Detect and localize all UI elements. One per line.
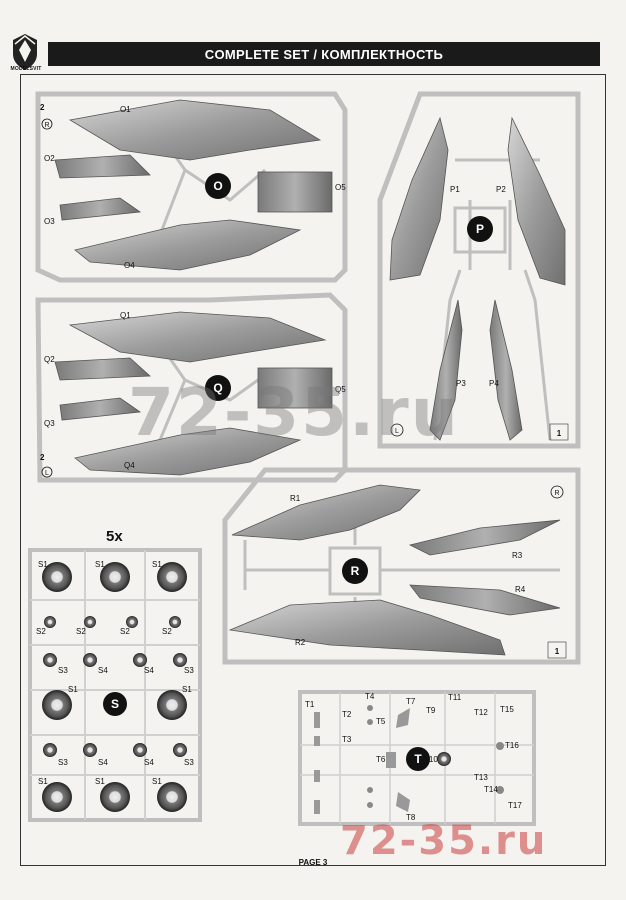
part-label: S4	[98, 758, 108, 767]
part-label: S1	[152, 560, 162, 569]
modelsvit-logo-icon	[13, 34, 37, 70]
page-title: COMPLETE SET / КОМПЛЕКТНОСТЬ	[48, 42, 600, 66]
sprue-o-letter: O	[213, 179, 222, 193]
part-label: S3	[58, 666, 68, 675]
part-label: T1	[305, 700, 315, 709]
part-label: T10	[424, 755, 438, 764]
part-label: S2	[36, 627, 46, 636]
part-label: S4	[144, 758, 154, 767]
part-label: T16	[505, 741, 519, 750]
sprue-t-badge	[406, 747, 430, 771]
part-label: T17	[508, 801, 522, 810]
part-label: P4	[489, 379, 499, 388]
sprue-s-letter: S	[111, 697, 119, 711]
part-label: T15	[500, 705, 514, 714]
part-label: Q1	[120, 311, 131, 320]
part-label: S1	[38, 560, 48, 569]
page-frame	[20, 74, 606, 866]
part-label: T8	[406, 813, 416, 822]
part-label: T3	[342, 735, 352, 744]
part-label: T5	[376, 717, 386, 726]
sprue-p-tag: 1	[557, 429, 562, 438]
sprue-o-badge	[205, 173, 231, 199]
sprue-t-letter: T	[414, 752, 422, 766]
part-label: S2	[76, 627, 86, 636]
part-label: Q5	[335, 385, 346, 394]
logo-text: MODELSVIT	[10, 66, 42, 72]
sprue-r: R R1 R2 R3 R4 R 1	[222, 467, 581, 665]
part-label: T9	[426, 706, 436, 715]
part-label: S4	[98, 666, 108, 675]
sprue-p-side: L	[395, 428, 399, 435]
part-label: O2	[44, 154, 55, 163]
part-label: T2	[342, 710, 352, 719]
part-label: S1	[95, 560, 105, 569]
part-label: P1	[450, 185, 460, 194]
part-label: Q3	[44, 419, 55, 428]
part-label: T13	[474, 773, 488, 782]
watermark-center: 72-35.ru	[128, 374, 460, 451]
part-label: P3	[456, 379, 466, 388]
part-label: S1	[68, 685, 78, 694]
part-label: S1	[152, 777, 162, 786]
part-label: P2	[496, 185, 506, 194]
part-label: O1	[120, 105, 131, 114]
sprue-p: P P1 P2 P3 P4 L 1	[377, 91, 581, 449]
sprue-r-letter: R	[351, 564, 360, 578]
sprue-r-badge	[342, 558, 368, 584]
part-label: R4	[515, 585, 526, 594]
sprue-r-side: R	[554, 490, 559, 497]
page-number: PAGE 3	[298, 858, 328, 867]
part-label: S2	[162, 627, 172, 636]
part-label: S3	[184, 666, 194, 675]
part-label: S3	[184, 758, 194, 767]
part-label: S1	[182, 685, 192, 694]
sprue-s-count: 5x	[106, 528, 123, 545]
sprue-s: S S1 S1 S1 S2 S2 S2 S2 S3 S4 S4 S3 S1 S1…	[28, 548, 202, 822]
sprue-q-side: L	[45, 470, 49, 477]
part-label: O4	[124, 261, 135, 270]
part-label: R3	[512, 551, 523, 560]
part-label: S1	[38, 777, 48, 786]
sprue-q: Q Q1 Q2 Q3 Q4 Q5 2 L	[35, 292, 348, 483]
sprue-q-tag: 2	[40, 453, 45, 462]
sprue-p-letter: P	[476, 222, 484, 236]
watermark-bottom: 72-35.ru	[340, 818, 548, 864]
part-label: T11	[448, 693, 462, 702]
part-label: S4	[144, 666, 154, 675]
part-label: O3	[44, 217, 55, 226]
sprue-s-badge	[103, 692, 127, 716]
part-label: Q4	[124, 461, 135, 470]
part-label: T12	[474, 708, 488, 717]
part-label: S3	[58, 758, 68, 767]
part-label: S2	[120, 627, 130, 636]
sprue-o: O 2 R O1 O2 O3 O4 O5	[35, 91, 348, 283]
part-label: Q2	[44, 355, 55, 364]
sprue-q-badge	[205, 375, 231, 401]
sprue-t: T T1 T2 T3 T4 T5 T6 T7 T8 T9 T10 T11 T12…	[298, 690, 536, 826]
sprue-r-tag: 1	[555, 647, 560, 656]
part-label: T6	[376, 755, 386, 764]
part-label: S1	[95, 777, 105, 786]
sprue-o-side: R	[44, 122, 49, 129]
part-label: T4	[365, 692, 375, 701]
part-label: T14	[484, 785, 498, 794]
sprue-o-tag: 2	[40, 103, 45, 112]
part-label: T7	[406, 697, 416, 706]
sprue-p-badge	[467, 216, 493, 242]
part-label: O5	[335, 183, 346, 192]
part-label: R2	[295, 638, 306, 647]
sprue-q-letter: Q	[213, 381, 222, 395]
part-label: R1	[290, 494, 301, 503]
